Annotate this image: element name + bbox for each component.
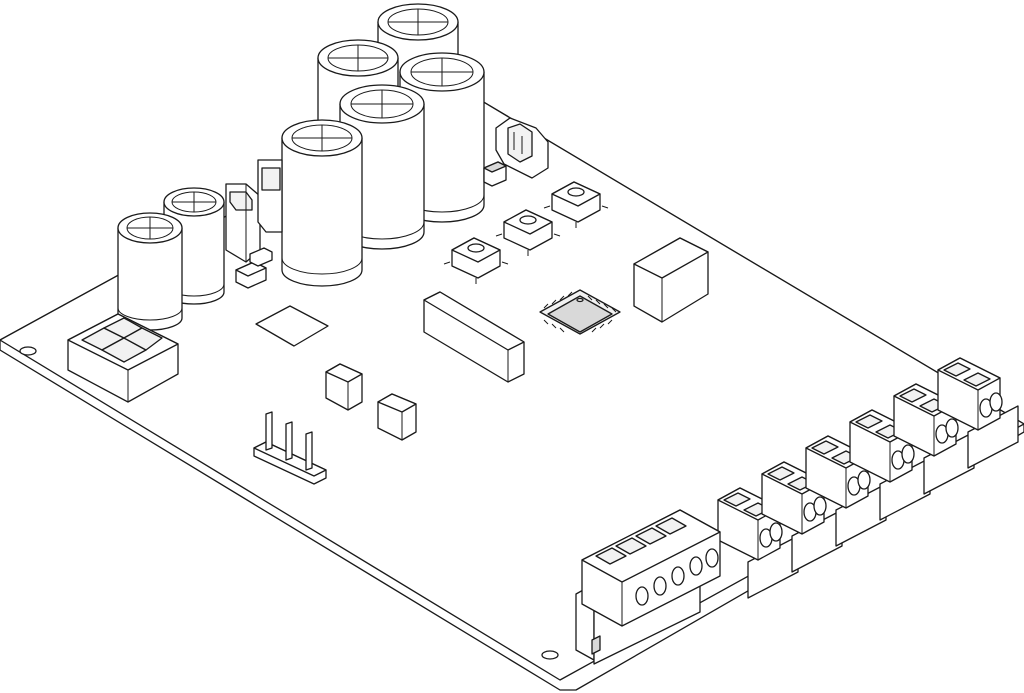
smd-component-left: [235, 247, 273, 289]
microcontroller-chip: [539, 289, 621, 335]
small-block-right: [377, 393, 417, 441]
capacitor-large-front: [281, 119, 363, 287]
relay-block: [633, 237, 709, 323]
mounting-hole-bottom: [541, 650, 559, 660]
tactile-switch-2: [495, 209, 561, 256]
terminal-block-2: [761, 461, 843, 573]
header-connector-right: [495, 117, 549, 179]
three-pin-header: [253, 411, 327, 485]
terminal-block-row: [717, 357, 1019, 599]
tactile-switch-1: [443, 237, 509, 284]
capacitor-small-front: [117, 212, 183, 331]
circuit-board: [0, 87, 1024, 691]
small-block-left: [325, 363, 363, 411]
display-module: [67, 313, 179, 403]
flat-ic-package: [255, 305, 329, 347]
terminal-block-6: [937, 357, 1019, 469]
header-connector-middle: [257, 159, 283, 233]
header-connector-left: [225, 183, 261, 263]
mounting-hole-left: [19, 346, 37, 356]
smd-component-right: [483, 161, 507, 187]
pin-header-strip: [423, 291, 525, 383]
tactile-switch-3: [543, 181, 609, 228]
terminal-block-large: [575, 509, 721, 665]
